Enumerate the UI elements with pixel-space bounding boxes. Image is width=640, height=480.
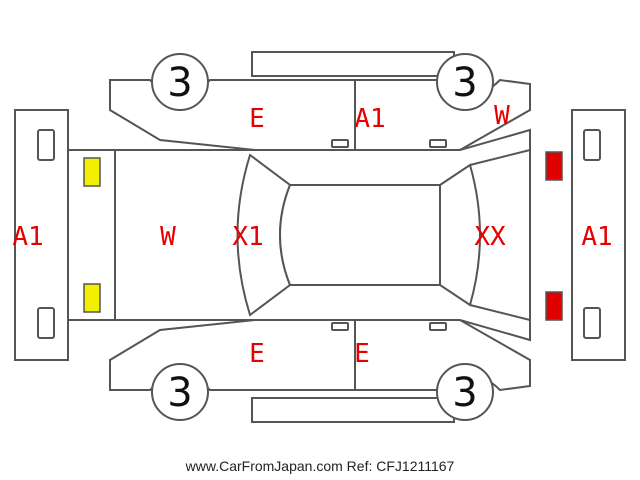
damage-code-rear-section: W (160, 222, 176, 252)
left-roof-strip (251, 397, 455, 423)
front-lamp-bottom (545, 291, 563, 321)
damage-code-right-front-fender: W (494, 101, 510, 131)
tire-grade-right-front: 3 (452, 60, 477, 106)
wheel-left-front: 3 (436, 363, 494, 421)
right-roof-strip (251, 51, 455, 77)
damage-code-rear-window: X1 (232, 222, 263, 252)
damage-code-rear-bumper: A1 (12, 222, 43, 252)
damage-code-front-bumper: A1 (581, 222, 612, 252)
damage-code-right-front-door: A1 (354, 104, 385, 134)
tire-grade-left-front: 3 (452, 370, 477, 416)
damage-code-left-front-door: E (354, 339, 370, 369)
footer-reference: www.CarFromJapan.com Ref: CFJ1211167 (185, 458, 455, 474)
tire-grade-left-rear: 3 (167, 370, 192, 416)
rear-lamp-bottom (83, 283, 101, 313)
rear-lamp-top (83, 157, 101, 187)
damage-code-windshield: XX (474, 222, 506, 252)
front-lamp-top (545, 151, 563, 181)
damage-code-left-rear-door: E (249, 339, 265, 369)
front-bumper (571, 109, 626, 361)
damage-code-right-rear-door: E (249, 104, 265, 134)
tire-grade-right-rear: 3 (167, 60, 192, 106)
wheel-right-front: 3 (436, 53, 494, 111)
car-body-top (67, 128, 531, 342)
wheel-right-rear: 3 (151, 53, 209, 111)
rear-bumper (14, 109, 69, 361)
wheel-left-rear: 3 (151, 363, 209, 421)
